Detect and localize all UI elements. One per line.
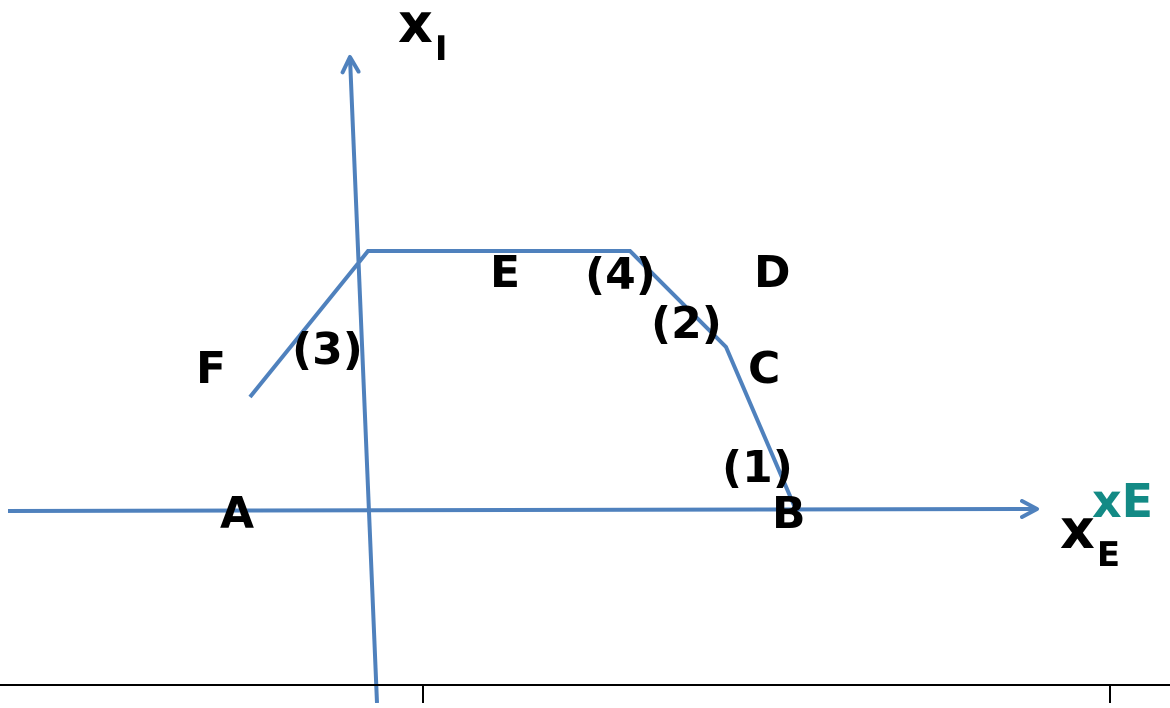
table-border-fragment: [0, 684, 1170, 703]
vertical-axis-label: xI: [398, 0, 448, 69]
overlay-xe-label: xE: [1092, 474, 1153, 528]
point-label-b: B: [772, 488, 806, 539]
constraint-label-4: (4): [585, 249, 656, 300]
horizontal-axis: [7, 499, 1039, 520]
horizontal-axis-label: xE: [1060, 498, 1120, 575]
point-label-f: F: [196, 343, 226, 394]
point-label-c: C: [748, 343, 780, 394]
constraint-label-2: (2): [651, 298, 722, 349]
constraint-label-1: (1): [722, 442, 793, 493]
constraint-label-3: (3): [292, 324, 363, 375]
point-label-a: A: [220, 488, 254, 539]
point-label-e: E: [490, 247, 520, 298]
vertical-axis: [340, 55, 379, 704]
feasible-region-boundary: [248, 249, 798, 511]
point-label-d: D: [754, 247, 791, 298]
